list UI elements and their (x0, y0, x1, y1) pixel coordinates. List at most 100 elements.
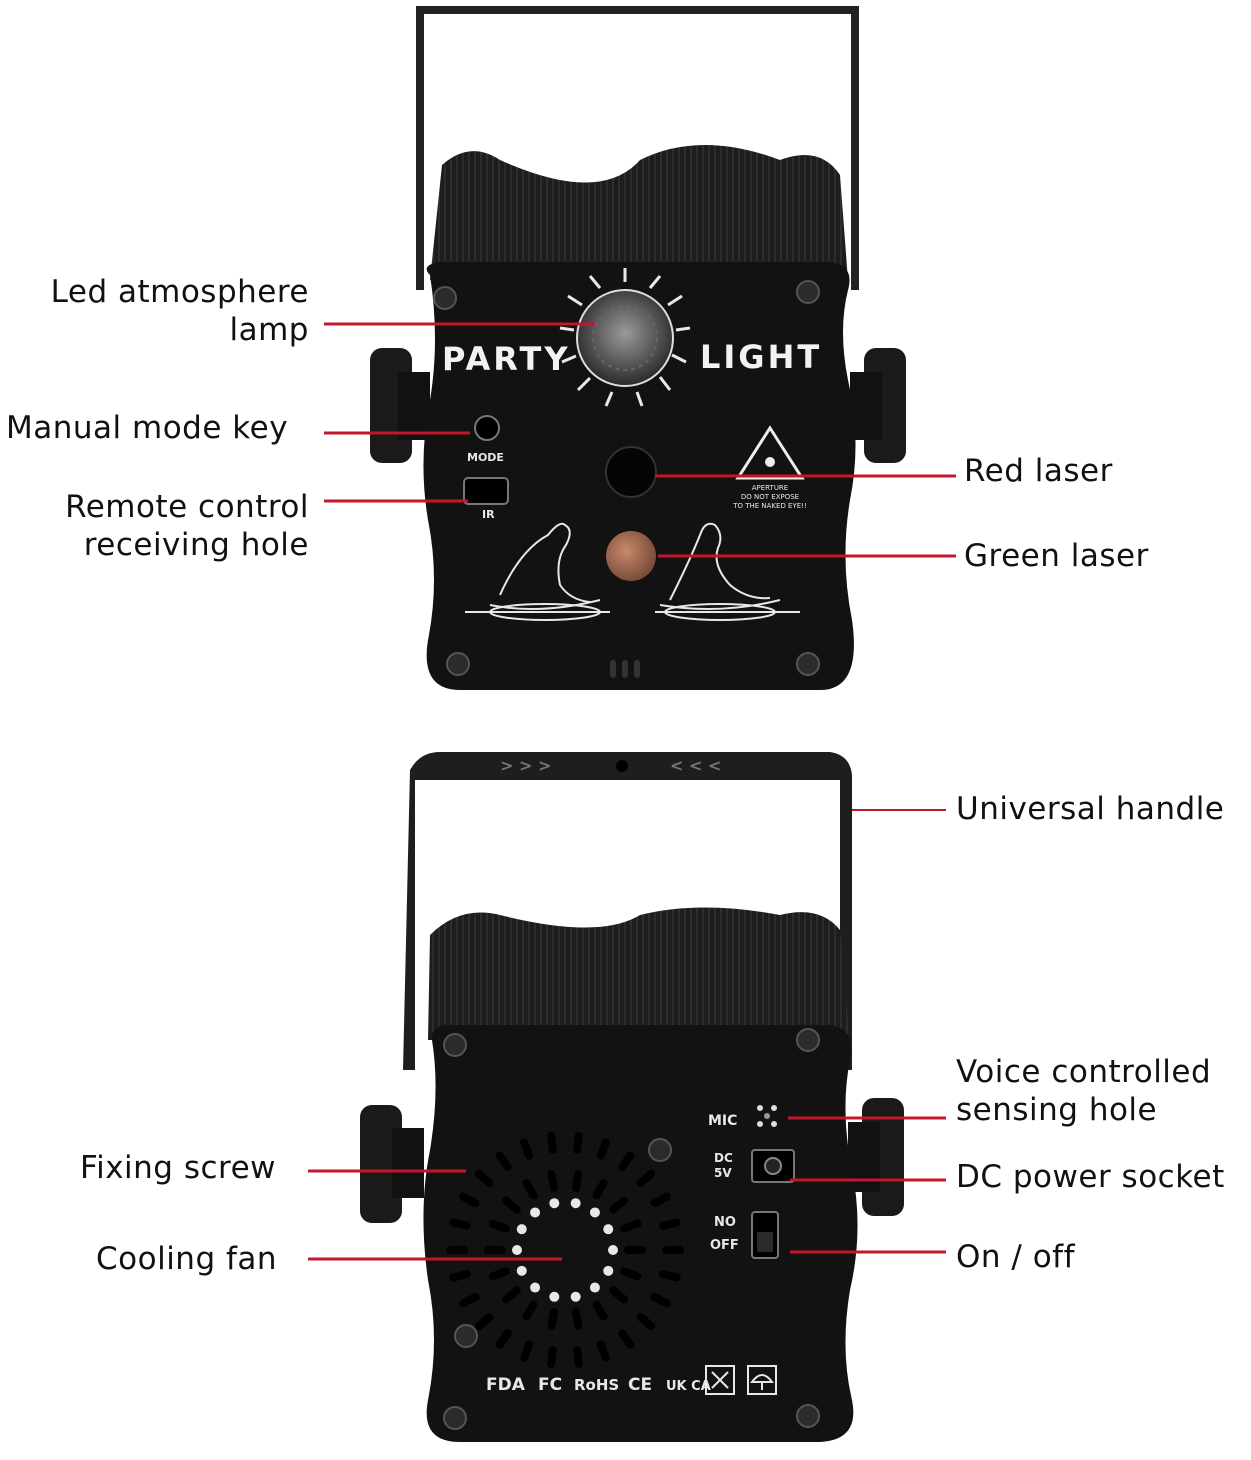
fan-vent-slot (618, 1151, 635, 1171)
callout-cooling-fan: Cooling fan (96, 1241, 278, 1277)
callout-remote-line-1: Remote control (65, 489, 309, 525)
fan-vent-slot (474, 1169, 494, 1188)
fan-vent-slot (446, 1246, 468, 1254)
callout-voice: Voice controlled sensing hole (956, 1053, 1211, 1129)
cert-fda: FDA (486, 1375, 526, 1395)
ir-window-icon (463, 477, 509, 505)
fan-vent-slot (618, 1329, 635, 1349)
cert-fc: FC (538, 1375, 562, 1395)
fan-vent-slot (624, 1246, 646, 1254)
front-handle (416, 6, 859, 290)
fan-vent-slot (547, 1131, 557, 1154)
seal-illustration-right (655, 522, 800, 621)
callout-voice-line-2: sensing hole (956, 1092, 1158, 1128)
panel-text-party: PARTY (442, 340, 570, 378)
fan-vent-slot (662, 1246, 684, 1254)
fan-vent-slot (488, 1219, 510, 1233)
fan-vent-slot (522, 1300, 538, 1321)
callout-led-lamp: Led atmosphere lamp (51, 273, 309, 349)
fan-led-dot (608, 1245, 618, 1255)
fan-vent-slot (592, 1179, 608, 1200)
fan-vent-slot (636, 1312, 656, 1331)
front-device: PARTY LIGHT MODE IR APERTURE DO NOT EXPO… (370, 6, 906, 690)
ir-label: IR (482, 508, 495, 521)
leader-lines (308, 322, 956, 1261)
callout-red-laser: Red laser (964, 453, 1113, 489)
callout-remote-line-2: receiving hole (83, 527, 309, 563)
fan-led-dot (549, 1291, 560, 1302)
cooling-fan-vents (446, 1131, 684, 1369)
warning-line-1: APERTURE (752, 484, 788, 492)
fan-vent-slot (596, 1340, 610, 1362)
mic-label: MIC (708, 1113, 737, 1129)
weee-bin-icon (705, 1365, 735, 1395)
fan-vent-slot (547, 1308, 559, 1330)
warning-line-2: DO NOT EXPOSE (741, 493, 799, 501)
green-laser-icon (606, 531, 656, 581)
fan-vent-slot (620, 1219, 642, 1233)
fan-led-dot (589, 1282, 600, 1293)
laser-warning-icon (735, 425, 805, 480)
cert-rohs: RoHS (574, 1376, 619, 1394)
callout-on-off: On / off (956, 1239, 1075, 1275)
handle-arrows: > > > (500, 756, 551, 775)
fan-vent-slot (571, 1170, 583, 1192)
fan-vent-slot (449, 1270, 471, 1282)
fan-vent-slot (459, 1292, 480, 1308)
handle-arrows-2: < < < (670, 756, 721, 775)
callout-voice-line-1: Voice controlled (956, 1054, 1212, 1090)
callout-fixing-screw: Fixing screw (80, 1150, 277, 1186)
sun-rays (559, 268, 691, 407)
callout-universal-handle: Universal handle (956, 791, 1225, 827)
fan-led-dot (516, 1224, 527, 1235)
fan-vent-slot (449, 1218, 471, 1230)
cert-ukca: UK CA (666, 1379, 711, 1394)
fan-vent-slot (459, 1192, 480, 1208)
fan-led-dot (603, 1224, 614, 1235)
fan-vent-slot (520, 1138, 534, 1160)
fan-vent-slot (484, 1246, 506, 1254)
mode-label: MODE (467, 451, 504, 464)
fan-vent-slot (502, 1286, 521, 1304)
fan-vent-slot (502, 1196, 521, 1214)
fan-vent-slot (650, 1192, 671, 1208)
callout-manual-mode-key: Manual mode key (6, 410, 289, 446)
callout-dc-power-socket: DC power socket (956, 1159, 1225, 1195)
rear-panel (423, 1025, 858, 1442)
switch-label-no: NO (714, 1215, 736, 1230)
fan-vent-slot (636, 1169, 656, 1188)
fan-vent-slot (620, 1267, 642, 1281)
fan-vent-slot (495, 1151, 512, 1171)
fan-vent-slot (609, 1196, 628, 1214)
fan-vent-slot (571, 1308, 583, 1330)
callout-led-lamp-line-2: lamp (229, 312, 309, 348)
fan-led-dot (549, 1198, 560, 1209)
front-body (430, 145, 848, 280)
mode-key-icon (474, 415, 500, 441)
fan-vent-slot (592, 1300, 608, 1321)
fan-led-dot (603, 1265, 614, 1276)
switch-label-off: OFF (710, 1238, 739, 1253)
fan-vent-slot (659, 1218, 681, 1230)
red-laser-icon (605, 446, 657, 498)
fan-vent-slot (474, 1312, 494, 1331)
fan-vent-slot (609, 1286, 628, 1304)
fan-led-dot (530, 1282, 541, 1293)
fan-vent-slot (547, 1346, 557, 1369)
fan-led-dot (570, 1198, 581, 1209)
fan-vent-slot (520, 1340, 534, 1362)
fan-vent-slot (547, 1170, 559, 1192)
fan-led-dot (589, 1207, 600, 1218)
fan-led-dot (530, 1207, 541, 1218)
fan-vent-slot (522, 1179, 538, 1200)
panel-text-light: LIGHT (700, 338, 822, 376)
warning-line-3: TO THE NAKED EYE!! (732, 502, 807, 510)
callout-led-lamp-line-1: Led atmosphere (50, 274, 309, 310)
fan-led-dot (512, 1245, 522, 1255)
fan-led-dot (516, 1265, 527, 1276)
fan-vent-slot (659, 1270, 681, 1282)
seal-illustration-left (465, 522, 610, 621)
keep-dry-icon (747, 1365, 777, 1395)
rear-body (428, 907, 850, 1040)
